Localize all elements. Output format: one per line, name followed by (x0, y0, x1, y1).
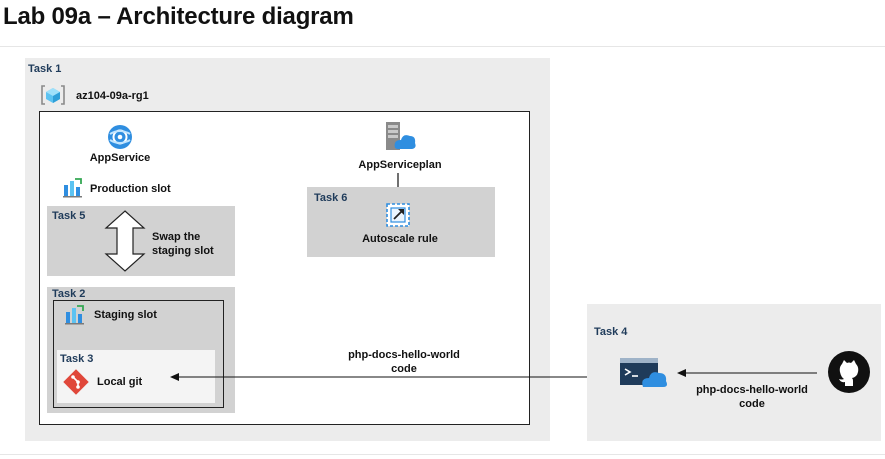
local-git-label: Local git (97, 376, 143, 388)
main-flow-line1: php-docs-hello-world (348, 349, 460, 361)
github-to-shell-arrow (677, 367, 819, 379)
github-icon (827, 350, 871, 394)
resource-group-icon (40, 84, 66, 106)
task4-flow-line1: php-docs-hello-world (696, 384, 808, 396)
task4-label: Task 4 (594, 326, 628, 338)
slot-icon (62, 176, 84, 198)
main-flow-label: php-docs-hello-world code (324, 348, 484, 376)
task6-label: Task 6 (314, 192, 348, 204)
git-icon (63, 369, 89, 395)
app-service-plan-label: AppServiceplan (358, 159, 442, 171)
title-divider (0, 46, 885, 47)
main-flow-line2: code (391, 363, 417, 375)
app-service-plan-icon (383, 121, 417, 153)
swap-label: Swap the staging slot (152, 230, 214, 258)
task3-label: Task 3 (60, 353, 94, 365)
task2-label: Task 2 (52, 288, 86, 300)
swap-label-line2: staging slot (152, 245, 214, 257)
task4-flow-line2: code (739, 398, 765, 410)
staging-slot-box (53, 300, 224, 408)
cloud-shell-icon (619, 356, 669, 390)
task1-label: Task 1 (28, 63, 62, 75)
autoscale-icon (385, 202, 411, 228)
resource-group-name: az104-09a-rg1 (76, 90, 149, 102)
task5-box (47, 206, 235, 276)
autoscale-label: Autoscale rule (362, 233, 438, 245)
task4-flow-label: php-docs-hello-world code (682, 383, 822, 411)
swap-arrow-icon (104, 210, 146, 272)
task5-label: Task 5 (52, 210, 86, 222)
page-title: Lab 09a – Architecture diagram (3, 3, 354, 30)
app-service-icon (107, 124, 133, 150)
production-slot-label: Production slot (90, 183, 171, 195)
staging-slot-label: Staging slot (94, 309, 157, 321)
swap-label-line1: Swap the (152, 231, 201, 243)
bottom-divider (0, 454, 885, 455)
staging-slot-icon (64, 303, 86, 325)
deploy-arrow (170, 371, 602, 383)
app-service-label: AppService (89, 152, 151, 164)
